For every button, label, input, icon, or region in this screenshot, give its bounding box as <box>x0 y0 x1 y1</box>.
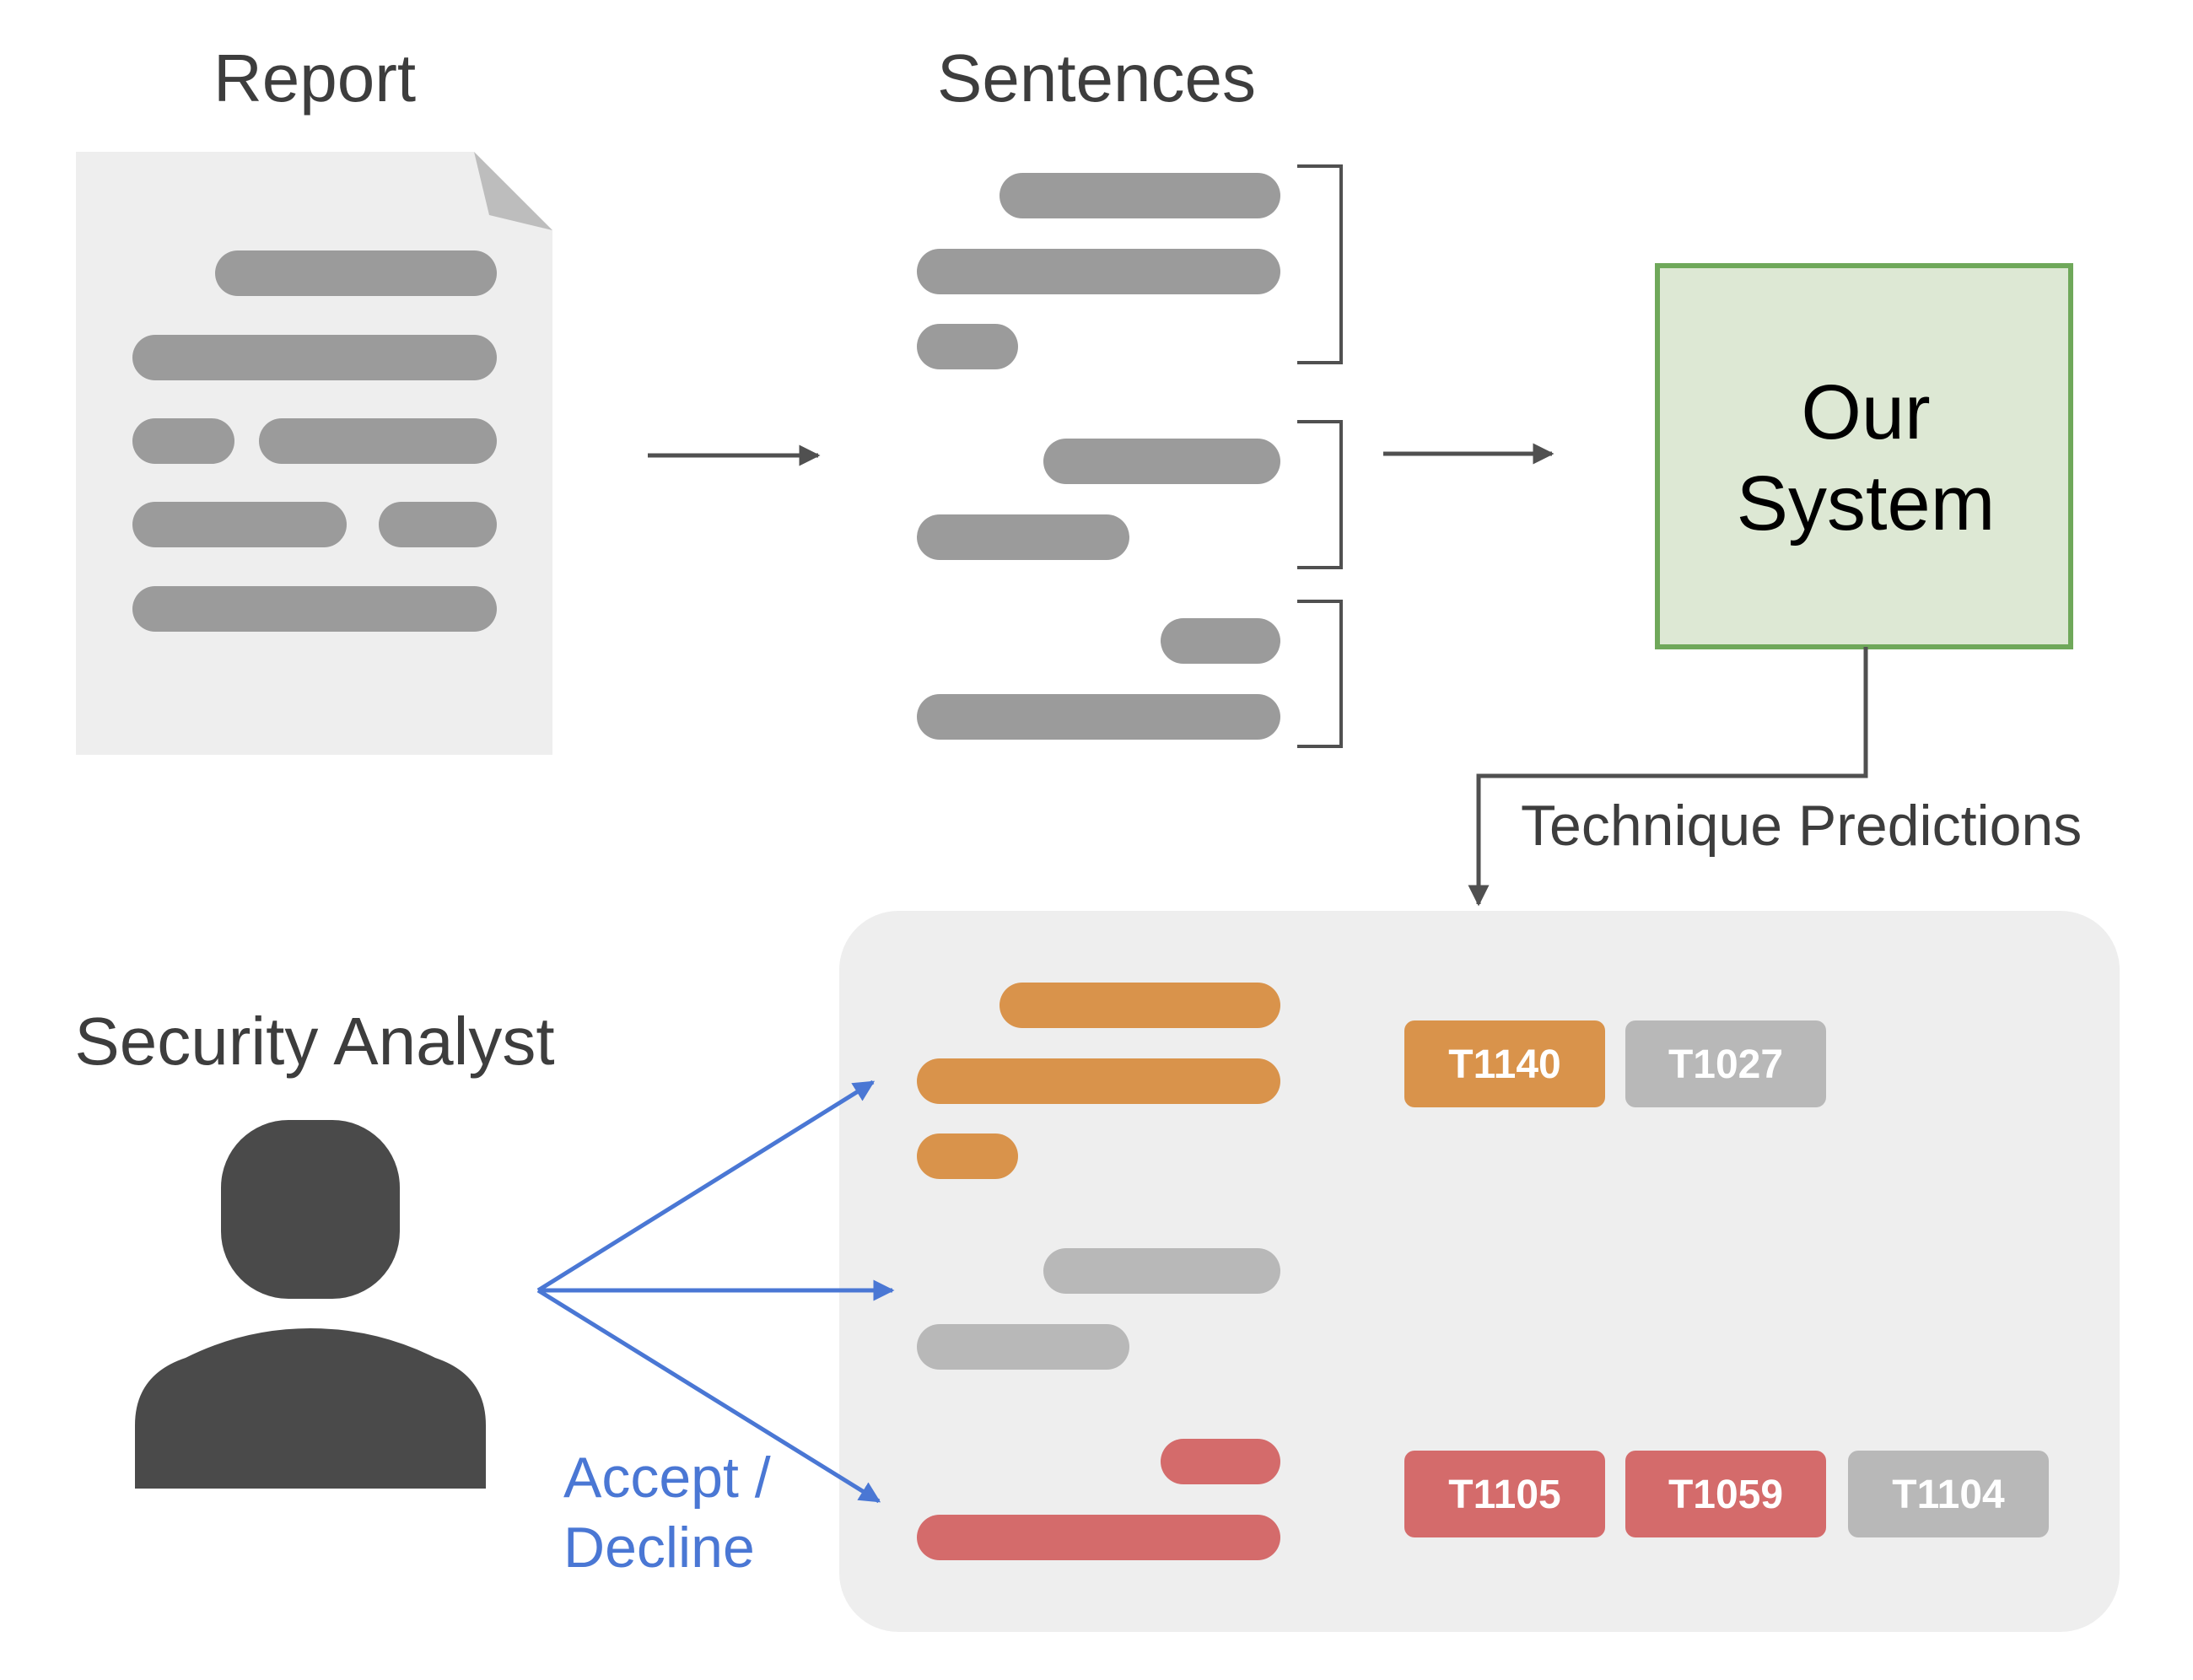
report-document <box>76 152 552 755</box>
sentence-line <box>917 249 1280 294</box>
system-box: Our System <box>1655 263 2073 649</box>
accept-decline-label-line2: Decline <box>563 1516 755 1580</box>
sentence-line <box>917 514 1129 560</box>
technique-tag-bg <box>1848 1451 2049 1537</box>
document-line <box>132 335 497 380</box>
technique-tag-bg <box>1404 1020 1605 1107</box>
technique-tag[interactable]: T1104 <box>1848 1451 2049 1537</box>
flow-arrow-system-to-predictions <box>1468 647 1868 907</box>
technique-tag-bg <box>1625 1020 1826 1107</box>
system-label-line2: System <box>1737 460 1996 547</box>
technique-tag[interactable]: T1140 <box>1404 1020 1605 1107</box>
accept-decline-label-line1: Accept / <box>563 1446 771 1510</box>
document-line <box>379 502 497 547</box>
technique-tag-label: T1027 <box>1668 1042 1783 1087</box>
sentence-line[interactable] <box>917 1058 1280 1104</box>
sentence-groups <box>917 173 1280 740</box>
document-line <box>215 250 497 296</box>
user-icon-head <box>221 1120 400 1299</box>
sentence-line <box>1043 439 1280 484</box>
sentence-line[interactable] <box>917 1133 1018 1179</box>
technique-tag-bg <box>1404 1451 1605 1537</box>
sentences-title: Sentences <box>937 40 1256 116</box>
document-line <box>259 418 497 464</box>
technique-tag-label: T1104 <box>1892 1473 2005 1517</box>
document-lines <box>132 250 497 632</box>
technique-tag[interactable]: T1027 <box>1625 1020 1826 1107</box>
sentence-group <box>917 439 1280 560</box>
analyst-arrows <box>536 1080 895 1504</box>
bracket <box>1297 164 1343 364</box>
document-line <box>132 586 497 632</box>
report-title: Report <box>213 40 416 116</box>
sentence-group <box>917 618 1280 740</box>
sentence-line[interactable] <box>917 1515 1280 1560</box>
bracket <box>1297 420 1343 569</box>
sentence-line[interactable] <box>1161 1439 1280 1484</box>
document-line <box>132 502 347 547</box>
user-icon-body <box>135 1328 486 1489</box>
technique-tag-bg <box>1625 1451 1826 1537</box>
sentence-brackets <box>1297 164 1343 748</box>
sentence-line[interactable] <box>917 1324 1129 1370</box>
technique-tag-label: T1059 <box>1668 1473 1783 1517</box>
sentence-line <box>1161 618 1280 664</box>
system-label-line1: Our <box>1801 369 1930 455</box>
analyst-arrow-to-red-group <box>536 1288 881 1504</box>
sentence-line <box>1000 173 1280 218</box>
technique-tag-label: T1105 <box>1448 1473 1560 1517</box>
sentence-line <box>917 694 1280 740</box>
user-icon <box>135 1120 486 1489</box>
sentence-line <box>917 324 1018 369</box>
document-fold <box>474 152 552 230</box>
technique-tag[interactable]: T1059 <box>1625 1451 1826 1537</box>
reviewed-sentence-group-gray <box>917 1248 1280 1370</box>
technique-tag-label: T1140 <box>1448 1042 1560 1087</box>
analyst-arrow-to-orange-group <box>536 1080 876 1293</box>
document-line <box>132 418 234 464</box>
sentence-line[interactable] <box>1000 983 1280 1028</box>
system-box-frame <box>1655 263 2073 649</box>
bracket <box>1297 600 1343 748</box>
reviewed-sentence-group-red <box>917 1439 1280 1560</box>
sentence-line[interactable] <box>1043 1248 1280 1294</box>
security-analyst-title: Security Analyst <box>74 1004 554 1079</box>
technique-tag[interactable]: T1105 <box>1404 1451 1605 1537</box>
reviewed-sentence-group-orange <box>917 983 1280 1179</box>
technique-predictions-label: Technique Predictions <box>1521 794 2082 858</box>
sentence-group <box>917 173 1280 369</box>
technique-tags: T1140 T1027 T1105 T1059 T1104 <box>1404 1020 2049 1537</box>
